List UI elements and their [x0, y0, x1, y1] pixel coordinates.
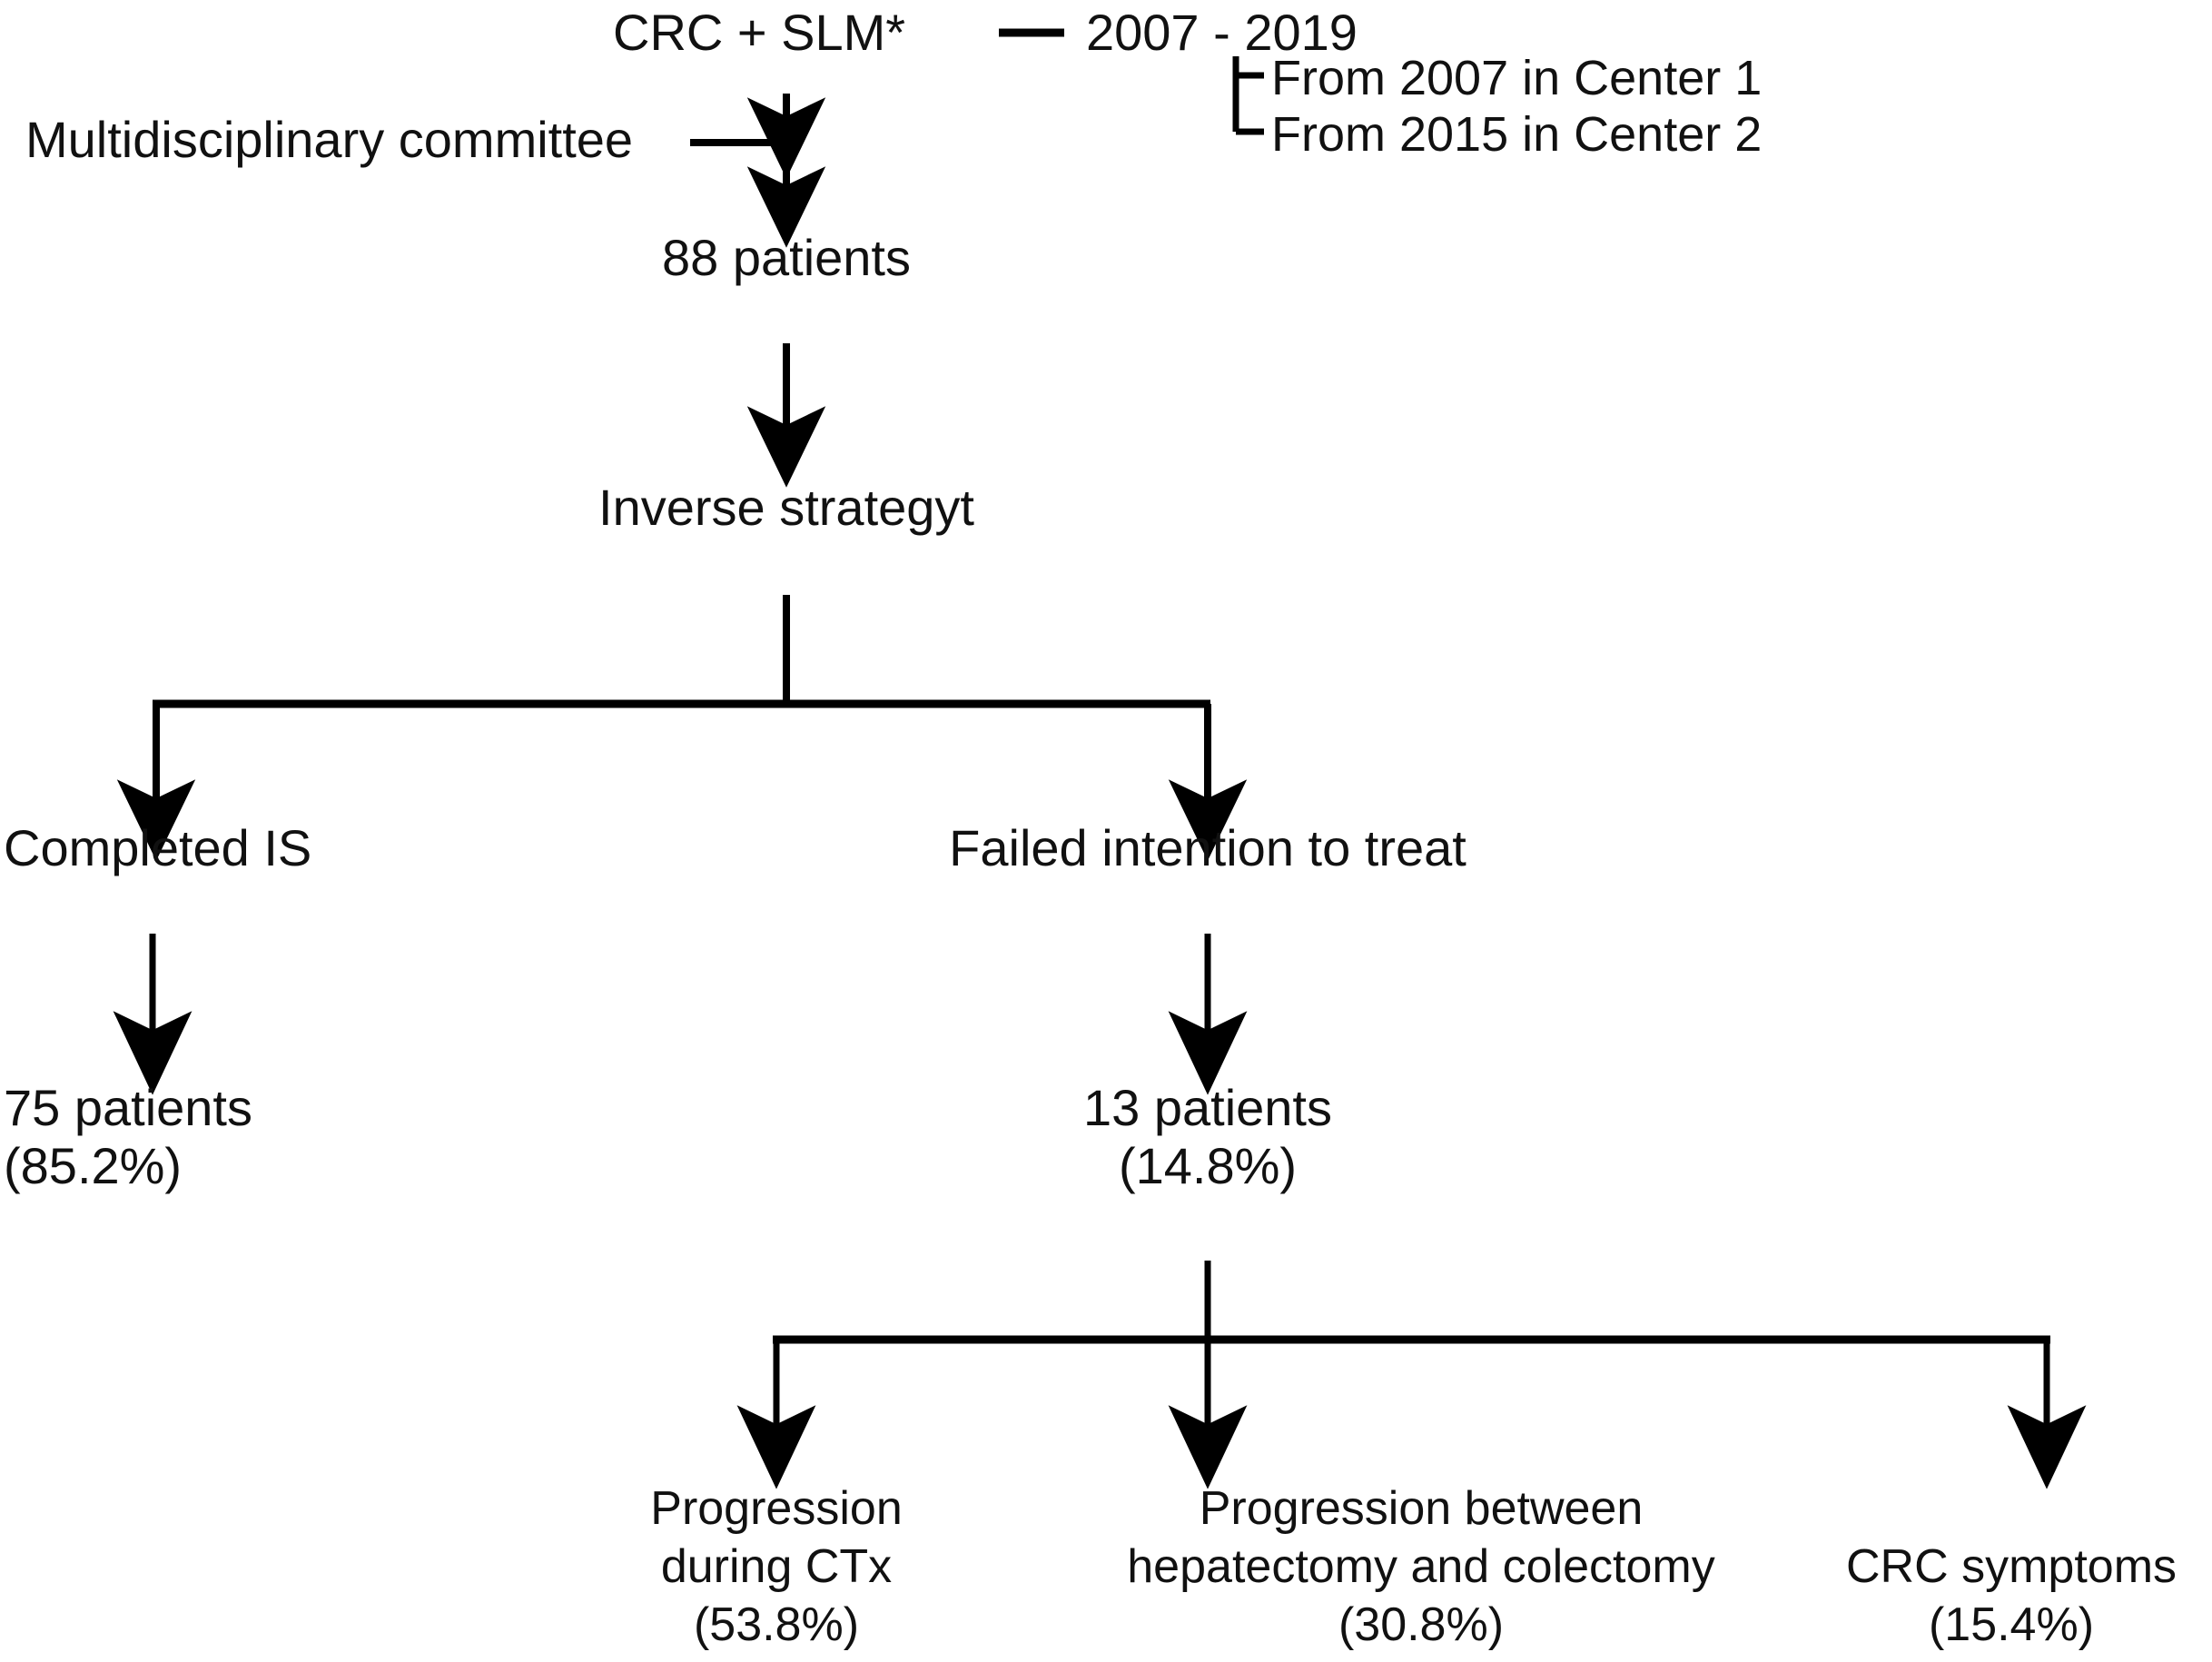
node-failed-itt: Failed intention to treat — [949, 819, 1466, 876]
period-detail-center-2: From 2015 in Center 2 — [1271, 107, 1763, 162]
failure-reason-2-line2: hepatectomy and colectomy — [1127, 1540, 1715, 1593]
count-failed-percent: (14.8%) — [1118, 1137, 1298, 1194]
count-failed-n: 13 patients — [1083, 1079, 1332, 1136]
failure-reason-1-line2: during CTx — [660, 1540, 893, 1593]
failure-reason-1-percent: (53.8%) — [693, 1598, 860, 1651]
count-completed-percent: (85.2%) — [4, 1137, 183, 1194]
count-completed-n: 75 patients — [4, 1079, 252, 1136]
failure-reason-1-line1: Progression — [650, 1482, 903, 1535]
node-strategy: Inverse strategyt — [598, 479, 974, 536]
failure-reason-3-percent: (15.4%) — [1928, 1598, 2095, 1651]
node-enrolled-count: 88 patients — [662, 229, 911, 286]
failure-reason-2-percent: (30.8%) — [1338, 1598, 1505, 1651]
failure-reason-2-line1: Progression between — [1199, 1482, 1644, 1535]
period-detail-center-1: From 2007 in Center 1 — [1271, 51, 1763, 105]
committee-label: Multidisciplinary committee — [25, 111, 634, 168]
period-label: 2007 - 2019 — [1086, 4, 1358, 61]
failure-reason-3-line1: CRC symptoms — [1845, 1540, 2177, 1593]
node-completed-is: Completed IS — [4, 819, 312, 876]
cohort-label: CRC + SLM* — [613, 4, 906, 61]
